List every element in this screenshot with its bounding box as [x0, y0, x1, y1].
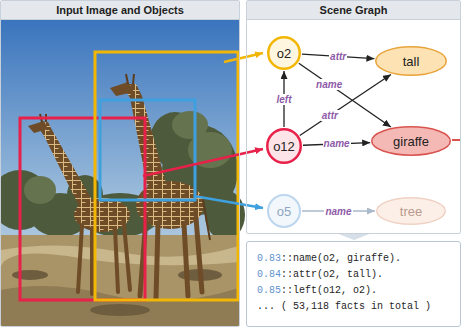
edge-label: left [276, 94, 293, 105]
node-label: tree [400, 204, 422, 219]
fact-probability: 0.84 [257, 269, 281, 280]
edge-label: name [315, 79, 343, 90]
node-label: o2 [277, 46, 291, 61]
object-node: o12 [266, 128, 302, 164]
node-label: tall [403, 54, 420, 69]
name-node: giraffe [371, 126, 451, 156]
attribute-node: tall [375, 46, 447, 76]
panel-title: Input Image and Objects [56, 4, 184, 16]
object-node: o2 [267, 36, 301, 70]
flow-chevron [336, 233, 372, 240]
panel-header: Input Image and Objects [1, 1, 239, 20]
name-node: tree [376, 197, 446, 225]
fact-text: ... ( 53,118 facts in total ) [257, 301, 431, 312]
image-panel: Input Image and Objects [0, 0, 240, 327]
object-node: o5 [267, 194, 301, 228]
node-label: o12 [273, 139, 295, 154]
node-label: o5 [277, 204, 291, 219]
bounding-box [20, 118, 145, 300]
photo [0, 19, 245, 326]
fact-text: ::attr(o2, tall). [281, 269, 383, 280]
fact-text: ::name(o2, giraffe). [281, 253, 401, 264]
fact-probability: 0.85 [257, 285, 281, 296]
graph-edge [299, 63, 391, 127]
leader-arrow [224, 53, 263, 62]
panel-title: Scene Graph [320, 4, 388, 16]
bounding-box [95, 52, 238, 300]
graph-edge [302, 210, 375, 211]
fact-text: ::left(o12, o2). [281, 285, 377, 296]
edge-label: attr [321, 110, 339, 121]
cut-edge-stub [452, 139, 461, 141]
graph-edge [303, 143, 370, 146]
graph-edge [300, 74, 391, 135]
graph-edge [302, 54, 374, 59]
fact-line: 0.83::name(o2, giraffe). [257, 251, 450, 267]
node-label: giraffe [393, 134, 429, 149]
leader-arrow [143, 149, 263, 176]
graph-edge [283, 71, 284, 127]
facts-box: 0.83::name(o2, giraffe).0.84::attr(o2, t… [246, 241, 461, 327]
fact-probability: 0.83 [257, 253, 281, 264]
edge-label: name [324, 206, 352, 217]
leader-arrow [194, 196, 263, 208]
edge-label: name [323, 138, 351, 149]
fact-line: ... ( 53,118 facts in total ) [257, 299, 450, 315]
scene-graph-panel: Scene Graph o2 tall o12 giraffe o5 tree [246, 0, 461, 234]
fact-line: 0.85::left(o12, o2). [257, 283, 450, 299]
bounding-box [100, 100, 195, 200]
fact-line: 0.84::attr(o2, tall). [257, 267, 450, 283]
edge-label: attr [329, 51, 347, 62]
panel-header: Scene Graph [247, 1, 460, 20]
